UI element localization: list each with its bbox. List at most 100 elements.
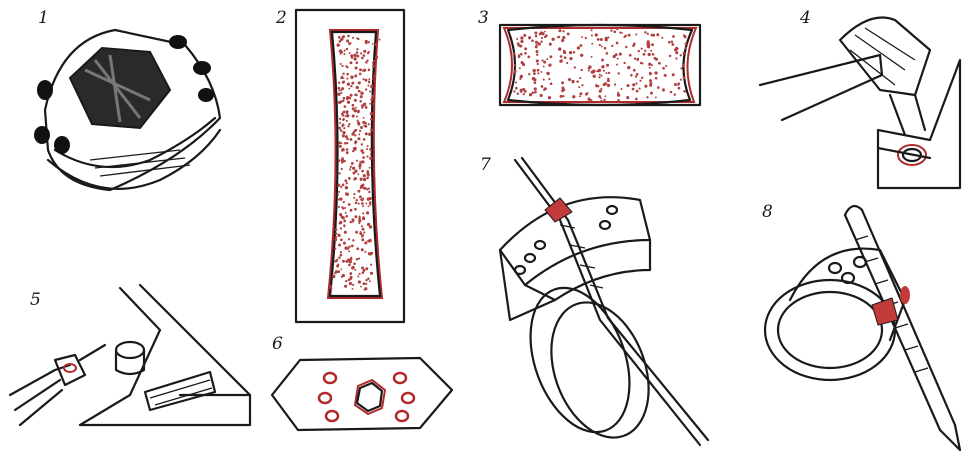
texture-dot bbox=[596, 70, 598, 72]
texture-dot bbox=[528, 73, 530, 75]
texture-dot bbox=[352, 239, 354, 241]
texture-dot bbox=[680, 67, 682, 69]
texture-dot bbox=[344, 50, 346, 52]
texture-dot bbox=[352, 288, 354, 290]
texture-dot bbox=[642, 63, 644, 65]
texture-dot bbox=[367, 277, 369, 279]
texture-dot bbox=[558, 29, 561, 32]
panel-6-flat-plate bbox=[272, 358, 452, 430]
texture-dot bbox=[533, 69, 536, 72]
texture-dot bbox=[362, 212, 364, 214]
texture-dot bbox=[359, 167, 361, 169]
texture-dot bbox=[342, 216, 345, 219]
texture-dot bbox=[353, 193, 355, 195]
texture-dot bbox=[358, 219, 361, 222]
texture-dot bbox=[656, 33, 659, 36]
texture-dot bbox=[540, 71, 542, 73]
texture-dot bbox=[362, 156, 365, 159]
texture-dot bbox=[350, 61, 353, 64]
panel-label-4: 4 bbox=[800, 8, 811, 28]
texture-dot bbox=[343, 242, 346, 245]
texture-dot bbox=[357, 55, 360, 58]
texture-dot bbox=[361, 143, 363, 145]
texture-dot bbox=[617, 58, 619, 60]
texture-dot bbox=[544, 87, 547, 90]
texture-dot bbox=[342, 148, 344, 150]
texture-dot bbox=[344, 285, 347, 288]
texture-dot bbox=[636, 73, 639, 76]
texture-dot bbox=[364, 287, 367, 290]
texture-dot bbox=[580, 54, 583, 57]
texture-dot bbox=[535, 35, 538, 38]
texture-dot bbox=[365, 42, 368, 45]
texture-dot bbox=[341, 87, 344, 90]
texture-dot bbox=[355, 110, 357, 112]
texture-dot bbox=[520, 36, 523, 39]
texture-dot bbox=[347, 82, 350, 85]
texture-dot bbox=[591, 56, 593, 58]
texture-dot bbox=[534, 31, 537, 34]
texture-dot bbox=[561, 81, 564, 84]
texture-dot bbox=[360, 126, 363, 129]
texture-dot bbox=[354, 140, 357, 143]
panel-8-ring-needle-file bbox=[765, 206, 960, 450]
texture-dot bbox=[588, 70, 590, 72]
texture-dot bbox=[601, 59, 604, 62]
texture-dot bbox=[360, 187, 362, 189]
texture-dot bbox=[669, 55, 671, 57]
texture-dot bbox=[350, 257, 352, 259]
texture-dot bbox=[343, 219, 346, 222]
texture-dot bbox=[599, 44, 601, 46]
texture-dot bbox=[358, 133, 360, 135]
texture-dot bbox=[368, 41, 370, 43]
texture-dot bbox=[672, 35, 675, 38]
texture-dot bbox=[338, 159, 341, 162]
texture-dot bbox=[332, 275, 335, 278]
texture-dot bbox=[544, 31, 546, 33]
texture-dot bbox=[665, 65, 667, 67]
texture-dot bbox=[349, 221, 351, 223]
panel-2-tall-stone-blank bbox=[296, 10, 404, 322]
texture-dot bbox=[613, 30, 616, 33]
texture-dot bbox=[340, 129, 343, 132]
texture-dot bbox=[356, 52, 358, 54]
texture-dot bbox=[627, 66, 630, 69]
texture-dot bbox=[529, 93, 532, 96]
texture-dot bbox=[360, 286, 362, 288]
texture-dot bbox=[343, 81, 345, 83]
texture-dot bbox=[356, 116, 358, 118]
texture-dot bbox=[644, 85, 647, 88]
texture-dot bbox=[350, 42, 352, 44]
texture-dot bbox=[610, 29, 612, 31]
texture-dot bbox=[340, 227, 342, 229]
texture-dot bbox=[549, 43, 552, 46]
texture-dot bbox=[604, 95, 606, 97]
texture-dot bbox=[346, 114, 349, 117]
texture-dot bbox=[368, 239, 371, 242]
texture-dot bbox=[520, 40, 523, 43]
texture-dot bbox=[564, 56, 567, 59]
texture-dot bbox=[340, 39, 342, 41]
texture-dot bbox=[513, 52, 516, 55]
texture-dot bbox=[587, 92, 589, 94]
texture-dot bbox=[342, 118, 345, 121]
texture-dot bbox=[671, 41, 674, 44]
texture-dot bbox=[567, 32, 570, 35]
texture-dot bbox=[657, 86, 660, 89]
texture-dot bbox=[344, 105, 347, 108]
texture-dot bbox=[649, 67, 651, 69]
texture-dot bbox=[338, 199, 340, 201]
texture-dot bbox=[524, 47, 527, 50]
texture-dot bbox=[346, 112, 348, 114]
texture-dot bbox=[534, 81, 537, 84]
texture-dot bbox=[566, 62, 568, 64]
texture-dot bbox=[520, 91, 522, 93]
texture-dot bbox=[352, 167, 355, 170]
texture-dot bbox=[337, 43, 340, 46]
texture-dot bbox=[346, 48, 348, 50]
texture-dot bbox=[373, 75, 376, 78]
texture-dot bbox=[655, 96, 657, 98]
texture-dot bbox=[352, 104, 355, 107]
texture-dot bbox=[538, 43, 541, 46]
texture-dot bbox=[516, 38, 518, 40]
